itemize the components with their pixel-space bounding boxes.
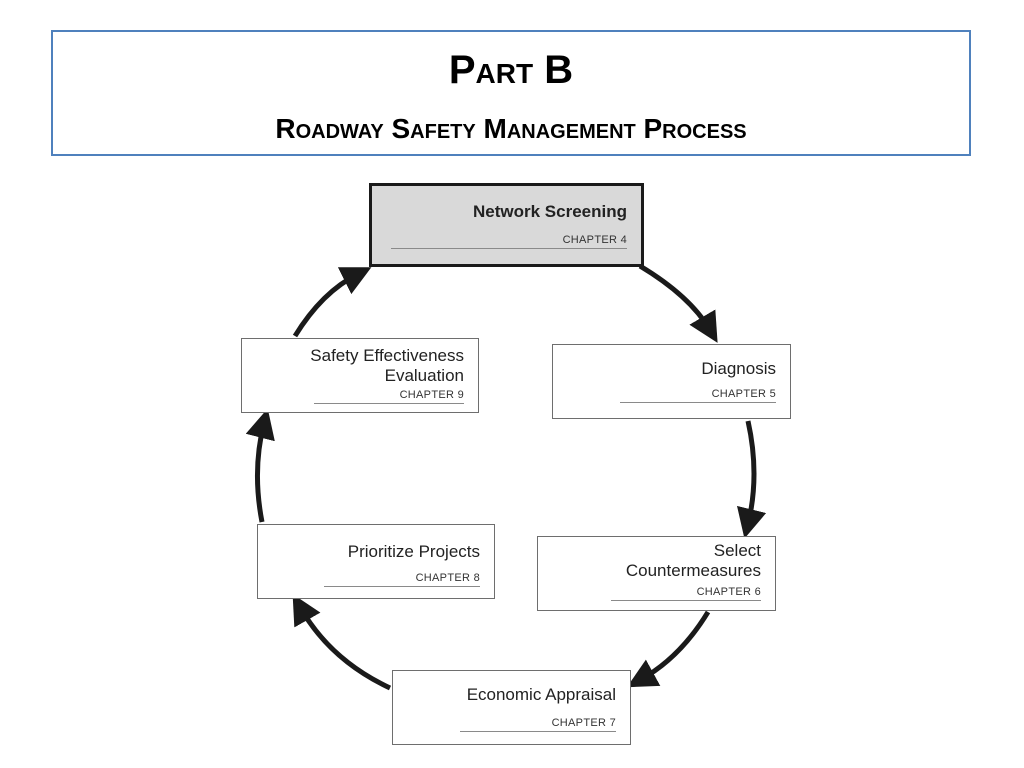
chapter-label: CHAPTER 6 [696,586,761,598]
chapter-rule [391,248,627,249]
arrow-screening-to-diagnosis [638,263,718,343]
chapter-label: CHAPTER 8 [415,572,480,584]
title-box: Part B Roadway Safety Management Process [51,30,971,156]
node-label: Network Screening [473,202,627,221]
chapter-rule [324,586,480,587]
chapter-rule [460,731,616,732]
page-title: Part B [448,48,574,92]
chapter-rule [314,403,464,404]
node-select-countermeasures: Select Countermeasures CHAPTER 6 [537,536,776,611]
node-economic-appraisal: Economic Appraisal CHAPTER 7 [392,670,631,745]
chapter-rule [611,600,761,601]
arrow-prioritize-to-evaluation [245,408,275,523]
node-label-line1: Safety Effectiveness [310,346,464,365]
page-subtitle: Roadway Safety Management Process [275,113,747,144]
chapter-label: CHAPTER 5 [711,388,776,400]
chapter-label: CHAPTER 7 [551,717,616,729]
arrow-diagnosis-to-countermeasures [736,420,767,539]
chapter-rule [620,402,776,403]
node-diagnosis: Diagnosis CHAPTER 5 [552,344,791,419]
arrow-evaluation-to-screening [292,267,372,338]
node-safety-effectiveness-evaluation: Safety Effectiveness Evaluation CHAPTER … [241,338,479,413]
arrow-countermeasures-to-appraisal [626,610,711,688]
node-label: Prioritize Projects [347,542,480,561]
chapter-label: CHAPTER 9 [399,389,464,401]
node-label: Economic Appraisal [466,685,616,704]
node-network-screening: Network Screening CHAPTER 4 [369,183,644,267]
node-label: Diagnosis [701,359,776,378]
node-label-line1: Select [713,541,761,560]
arrow-appraisal-to-prioritize [292,593,392,691]
node-label-line2: Countermeasures [625,561,761,580]
node-prioritize-projects: Prioritize Projects CHAPTER 8 [257,524,495,599]
node-label-line2: Evaluation [384,366,464,385]
chapter-label: CHAPTER 4 [562,234,627,246]
